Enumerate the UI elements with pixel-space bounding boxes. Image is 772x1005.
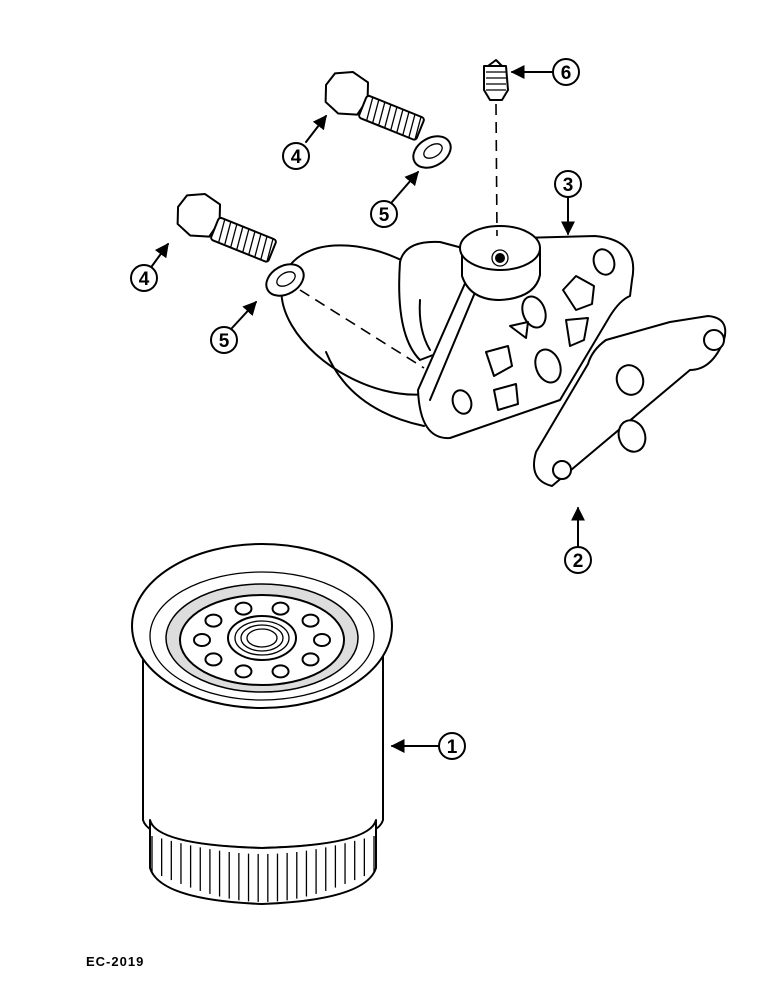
callout-4-lower: 4 <box>130 242 169 292</box>
bolt-upper <box>324 70 425 141</box>
filter-adapter-housing <box>280 225 635 440</box>
callout-5-lower: 5 <box>210 300 257 354</box>
callout-2: 2 <box>564 506 592 574</box>
callout-label-5b: 5 <box>219 331 230 352</box>
washer-upper <box>412 135 452 169</box>
callout-6: 6 <box>510 58 580 86</box>
callout-label-4b: 4 <box>139 269 150 290</box>
plug-fitting <box>483 59 509 101</box>
callout-label-5a: 5 <box>379 205 390 226</box>
drawing-code: EC-2019 <box>86 954 144 969</box>
callout-4-upper: 4 <box>282 114 327 170</box>
callout-label-2: 2 <box>573 551 584 572</box>
callout-label-1: 1 <box>447 737 458 758</box>
callout-label-3: 3 <box>563 175 574 196</box>
assembly-line-plug <box>495 103 498 237</box>
callout-label-6: 6 <box>561 63 572 84</box>
callout-label-4a: 4 <box>291 147 302 168</box>
callout-5-upper: 5 <box>370 170 419 228</box>
callout-1: 1 <box>390 732 466 760</box>
assembly-line-bolt <box>299 289 425 369</box>
callout-3: 3 <box>554 170 582 236</box>
bolt-lower <box>176 192 277 263</box>
washer-lower <box>265 263 305 297</box>
oil-filter <box>131 543 393 905</box>
gasket <box>533 315 727 487</box>
